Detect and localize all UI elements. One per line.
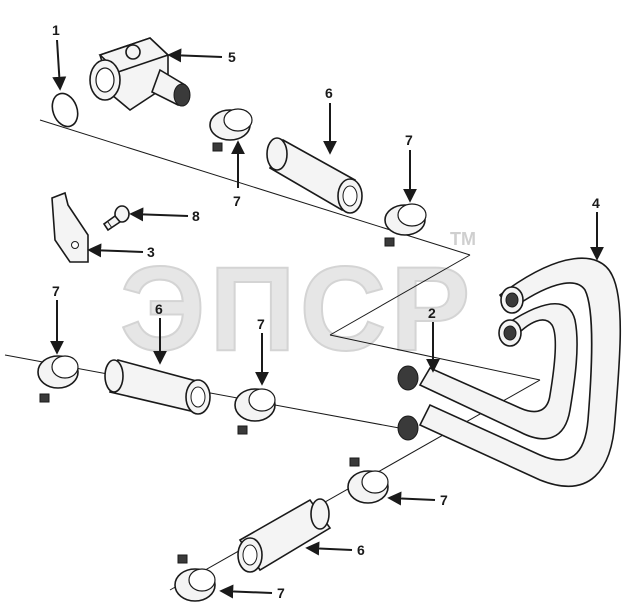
callout-5: 5 [228, 49, 236, 65]
bolt-part [102, 205, 130, 232]
callout-7a: 7 [233, 193, 241, 209]
callout-8: 8 [192, 208, 200, 224]
callout-3: 3 [147, 244, 155, 260]
callout-7c: 7 [52, 283, 60, 299]
hose-clamp-c [37, 355, 79, 403]
callout-7f: 7 [277, 585, 285, 601]
leader-8 [129, 207, 189, 222]
hose-clamp-d [234, 388, 276, 435]
callout-1: 1 [52, 22, 60, 38]
elbow-fitting-part [89, 37, 191, 111]
callout-labels: 1 5 6 7 7 8 3 4 7 6 7 2 7 6 7 [52, 22, 600, 601]
hose-segment-a [266, 137, 363, 214]
leader-6c [305, 541, 353, 556]
leader-3 [87, 243, 144, 258]
watermark-text: ЭПСР [120, 242, 474, 376]
o-ring-part [51, 92, 79, 128]
callout-6a: 6 [325, 85, 333, 101]
trademark-mark: TM [450, 229, 476, 249]
bent-pipe-part [397, 257, 622, 487]
leader-arrows [50, 39, 604, 599]
leader-1 [52, 39, 67, 91]
hose-clamp-f [174, 554, 216, 602]
hose-clamp-e [347, 457, 389, 504]
hose-clamp-b [384, 203, 427, 247]
leader-7e [387, 491, 436, 506]
bracket-part [51, 191, 89, 263]
callout-7e: 7 [440, 492, 448, 508]
callout-7b: 7 [405, 132, 413, 148]
leader-7f [219, 584, 273, 599]
hose-clamp-a [209, 108, 253, 152]
callout-7d: 7 [257, 316, 265, 332]
callout-4: 4 [592, 195, 600, 211]
hose-segment-b [104, 359, 211, 415]
callout-6c: 6 [357, 542, 365, 558]
callout-6b: 6 [155, 301, 163, 317]
callout-2: 2 [428, 305, 436, 321]
leader-5 [167, 48, 223, 63]
hose-segment-c [237, 498, 332, 573]
